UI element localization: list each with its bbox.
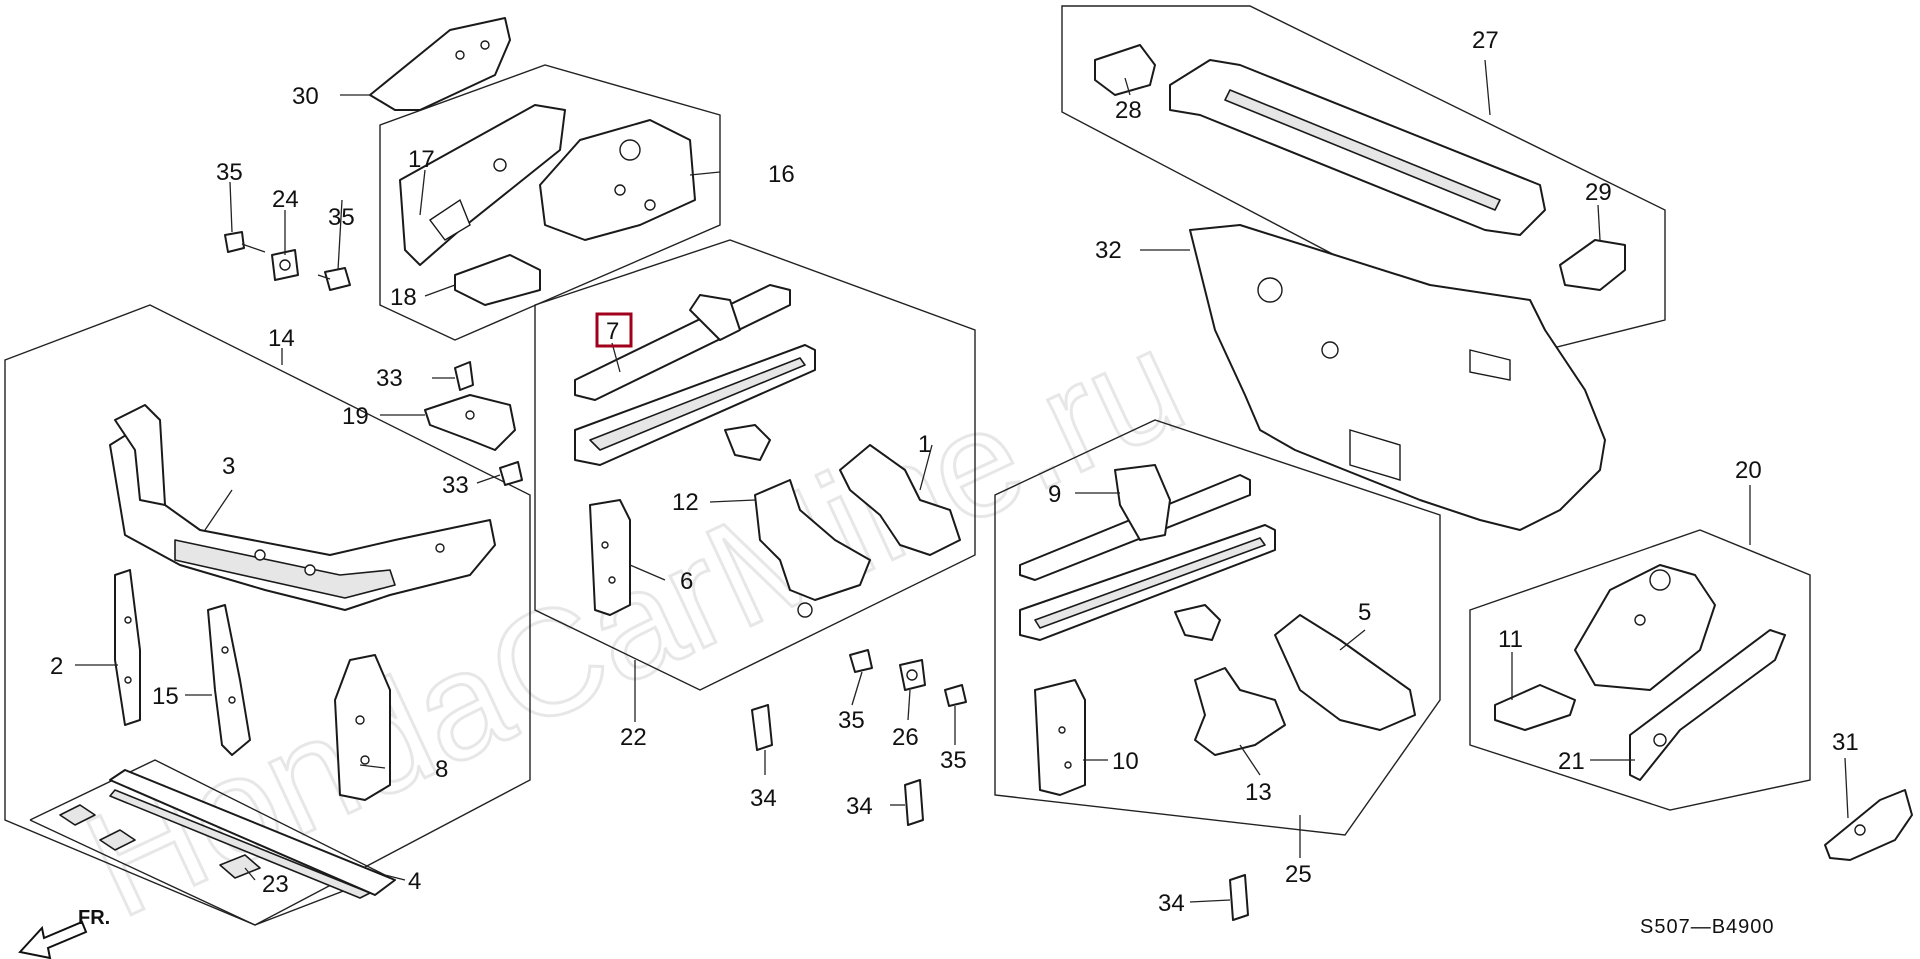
callout-34-a: 34 [750,785,777,812]
callout-35-c: 35 [838,707,865,734]
frame-rail-lower-part-9 [1019,524,1276,641]
front-direction-label: FR. [78,907,110,929]
callout-30: 30 [292,83,319,110]
front-arrow-icon [18,920,88,959]
dashboard-lower-part-32 [1189,224,1606,531]
clip-nuts-part-23 [59,804,261,879]
callout-24: 24 [272,186,299,213]
bolt-34-a [751,704,773,751]
group-frame-20 [1469,529,1811,811]
bolt-35-d [944,684,967,707]
callout-27: 27 [1472,27,1499,54]
panel-part-21 [1629,629,1786,781]
upper-frame-part-3 [109,404,496,611]
group-frame-16 [379,64,721,341]
dashboard-upper-part-27 [1169,59,1546,236]
bracket-part-30 [369,17,511,111]
panel-part-17 [399,104,566,266]
plate-part-11 [1494,684,1576,731]
callout-3: 3 [222,453,235,480]
callouts: 30 35 24 35 17 18 16 14 3 2 15 8 4 23 33… [50,27,1859,917]
diagram-code: S507—B4900 [1640,916,1775,938]
callout-8: 8 [435,756,448,783]
callout-29: 29 [1585,179,1612,206]
callout-34-c: 34 [1158,890,1185,917]
front-direction-indicator: FR. [18,907,110,959]
bolt-35-b [317,267,351,291]
callout-14: 14 [268,325,295,352]
callout-11: 11 [1498,626,1523,653]
side-stay-part-15 [207,604,251,756]
small-bracket-part-22 [724,424,771,461]
small-bracket-part-25 [1174,604,1221,641]
callout-35-a: 35 [216,159,243,186]
group-frame-25 [994,419,1441,836]
side-stay-part-2 [114,569,141,726]
bracket-part-31 [1824,789,1913,861]
callout-21: 21 [1558,748,1585,775]
callout-20: 20 [1735,457,1762,484]
frame-rail-lower-part-7 [574,344,816,466]
lower-crossmember-part-4 [109,769,396,899]
frame-rail-part-9 [1019,464,1251,581]
callout-34-b: 34 [846,793,873,820]
callout-35-b: 35 [328,204,355,231]
callout-25: 25 [1285,861,1312,888]
callout-33-b: 33 [442,472,469,499]
callout-13: 13 [1245,779,1272,806]
callout-9: 9 [1048,481,1061,508]
callout-6: 6 [680,568,693,595]
bolt-35-c [849,649,873,673]
callout-7: 7 [606,318,619,345]
bracket-part-6 [589,499,631,616]
bracket-part-28 [1094,44,1156,96]
bracket-part-13 [1194,667,1286,756]
callout-15: 15 [152,683,179,710]
nut-part-26 [899,659,926,691]
bracket-part-19 [424,394,516,451]
callout-4: 4 [408,868,421,895]
callout-32: 32 [1095,237,1122,264]
callout-33-a: 33 [376,365,403,392]
bracket-part-12 [754,479,871,618]
stiffener-part-1 [839,444,961,556]
callout-19: 19 [342,403,369,430]
bolt-34-c [1229,874,1249,921]
callout-23: 23 [262,871,289,898]
wheelhouse-part-20 [1574,564,1716,691]
callout-22: 22 [620,724,647,751]
group-frame-14 [4,304,531,926]
callout-18: 18 [390,284,417,311]
group-frame-27 [1061,5,1666,356]
nut-part-24 [271,249,299,281]
bolt-33-b [499,461,523,486]
stay-panel-part-8 [334,654,391,801]
bolt-35-a [224,231,266,253]
group-frame-22 [534,239,976,691]
frame-rail-part-7 [574,284,791,401]
callout-7-highlight-box [595,312,633,348]
leader-lines [75,59,1849,903]
stiffener-part-5 [1274,614,1416,731]
wheelhouse-part-16 [539,119,696,241]
callout-5: 5 [1358,599,1371,626]
bolt-33-a [454,361,474,391]
callout-17: 17 [408,146,435,173]
callout-1: 1 [918,431,931,458]
callout-35-d: 35 [940,747,967,774]
callout-16: 16 [768,161,795,188]
plate-part-18 [454,254,541,306]
callout-12: 12 [672,489,699,516]
callout-2: 2 [50,653,63,680]
callout-10: 10 [1112,748,1139,775]
callout-31: 31 [1832,729,1859,756]
bracket-part-29 [1559,239,1626,291]
callout-28: 28 [1115,97,1142,124]
bolt-34-b [904,779,924,826]
callout-26: 26 [892,724,919,751]
bracket-part-10 [1034,679,1086,796]
